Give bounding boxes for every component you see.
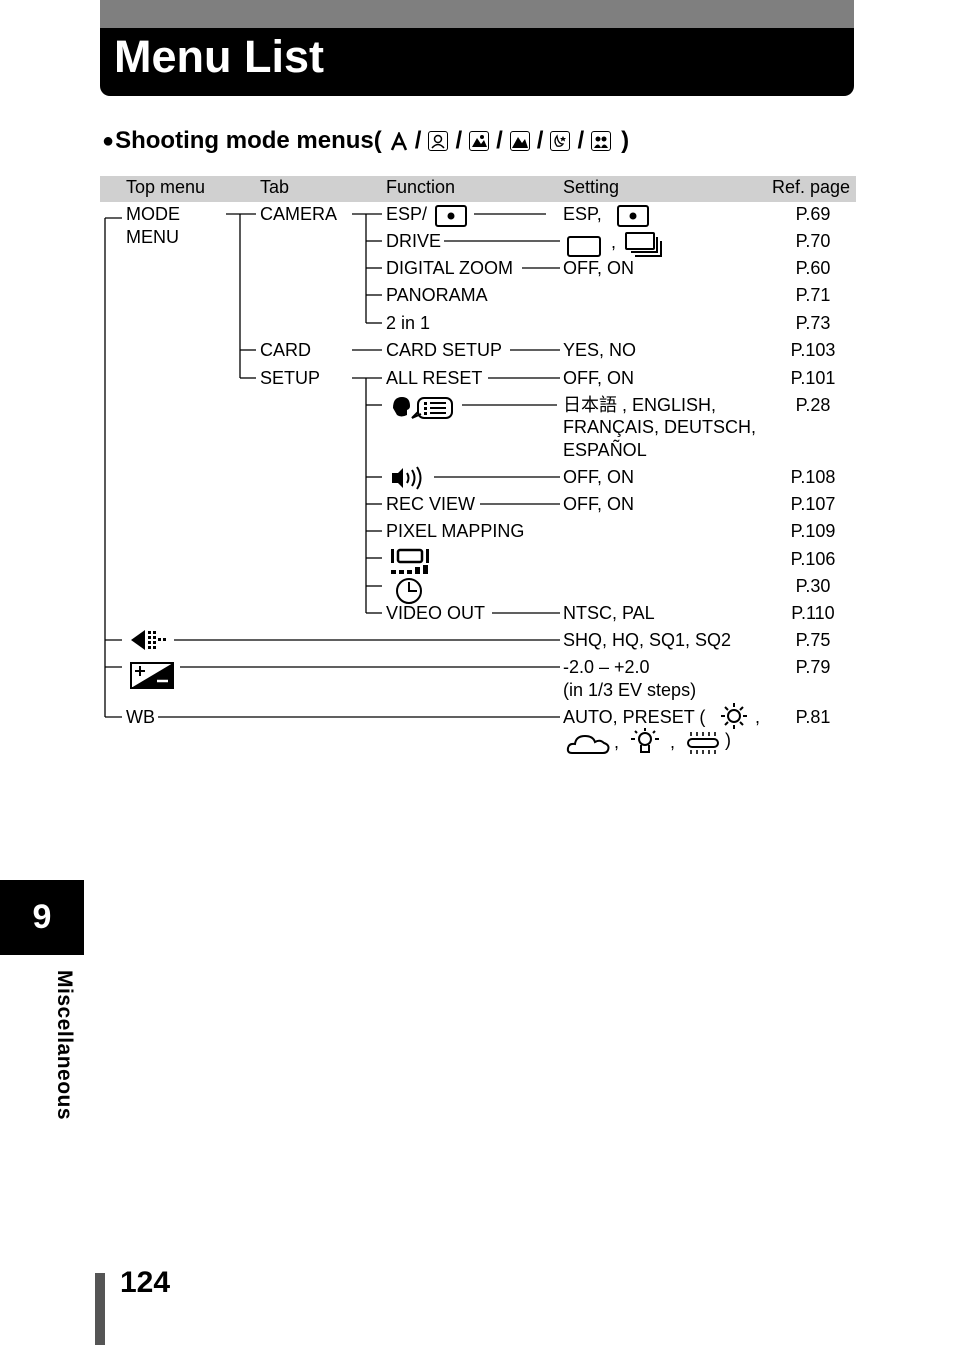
- table-header-bar: [100, 176, 856, 202]
- function-esp: ESP/: [386, 204, 428, 224]
- separator-slash: /: [536, 127, 544, 154]
- section-heading: ● Shooting mode menus( / / / / / ): [102, 126, 629, 156]
- beep-sound-icon: [392, 466, 422, 490]
- section-heading-close: ): [621, 127, 630, 154]
- night-scene-mode-icon: [550, 131, 571, 151]
- separator-slash: /: [414, 127, 422, 154]
- setting-all-reset: OFF, ON: [563, 368, 634, 388]
- setting-wb-separator-2: ,: [614, 732, 620, 752]
- ref-digital-zoom: P.60: [795, 258, 831, 278]
- function-card-setup: CARD SETUP: [386, 340, 503, 360]
- setting-language-line2: FRANÇAIS, DEUTSCH,: [563, 417, 757, 437]
- column-header-tab: Tab: [260, 177, 290, 197]
- ref-card-setup: P.103: [790, 340, 836, 360]
- landscape-portrait-mode-icon: [469, 131, 490, 151]
- setting-exposure-line1: -2.0 – +2.0: [563, 657, 650, 677]
- setting-card-setup: YES, NO: [563, 340, 637, 360]
- function-video-out: VIDEO OUT: [386, 603, 486, 623]
- sunny-icon: [721, 703, 747, 729]
- chapter-tab: 9: [0, 880, 84, 955]
- setting-wb-line1: AUTO, PRESET (: [563, 707, 706, 727]
- ref-beep: P.108: [790, 467, 836, 487]
- ref-esp: P.69: [795, 204, 831, 224]
- ref-all-reset: P.101: [790, 368, 836, 388]
- tab-card: CARD: [260, 340, 312, 360]
- setting-exposure-line2: (in 1/3 EV steps): [563, 680, 697, 700]
- sequential-shooting-icon: [625, 232, 662, 257]
- language-icon: [393, 397, 453, 419]
- setting-rec-view: OFF, ON: [563, 494, 634, 514]
- header-black-bar: [100, 28, 854, 96]
- setting-wb-separator-1: ,: [755, 707, 761, 727]
- spot-metering-icon: [617, 205, 649, 227]
- ref-quality: P.75: [795, 630, 831, 650]
- setting-wb-close: ): [725, 730, 731, 750]
- auto-mode-icon: [388, 131, 408, 151]
- setting-beep: OFF, ON: [563, 467, 634, 487]
- ref-language: P.28: [795, 395, 831, 415]
- tab-camera: CAMERA: [260, 204, 338, 224]
- setting-drive-separator: ,: [611, 232, 617, 252]
- header-gray-bar: [100, 0, 854, 28]
- top-menu-mode-menu-line2: MENU: [126, 227, 179, 247]
- ref-rec-view: P.107: [790, 494, 836, 514]
- separator-slash: /: [577, 127, 585, 154]
- function-rec-view: REC VIEW: [386, 494, 476, 514]
- self-portrait-mode-icon: [591, 131, 612, 151]
- spot-metering-icon: [435, 205, 467, 227]
- setting-language-line3: ESPAÑOL: [563, 440, 647, 460]
- ref-drive: P.70: [795, 231, 831, 251]
- cloudy-icon: [566, 734, 610, 754]
- function-digital-zoom: DIGITAL ZOOM: [386, 258, 514, 278]
- column-header-setting: Setting: [563, 177, 620, 197]
- landscape-mode-icon: [509, 131, 530, 151]
- exposure-compensation-icon: [130, 662, 174, 689]
- ref-clock: P.30: [795, 576, 831, 596]
- ref-exposure: P.79: [795, 657, 831, 677]
- page-number: 124: [120, 1266, 171, 1299]
- separator-slash: /: [496, 127, 503, 154]
- ref-monitor-brightness: P.106: [790, 549, 836, 569]
- section-heading-text: Shooting mode menus(: [115, 127, 382, 154]
- page-title: Menu List: [114, 31, 324, 82]
- function-drive: DRIVE: [386, 231, 442, 251]
- function-2-in-1: 2 in 1: [386, 313, 431, 333]
- setting-quality: SHQ, HQ, SQ1, SQ2: [563, 630, 732, 650]
- monitor-brightness-icon: [391, 548, 429, 574]
- column-header-function: Function: [386, 177, 456, 197]
- fluorescent-icon: [687, 732, 719, 754]
- ref-panorama: P.71: [795, 285, 831, 305]
- chapter-label: Miscellaneous: [53, 970, 76, 1121]
- function-panorama: PANORAMA: [386, 285, 488, 305]
- function-all-reset: ALL RESET: [386, 368, 483, 388]
- menu-tree-lines: [104, 213, 560, 718]
- ref-video-out: P.110: [791, 603, 835, 623]
- page-number-bar: [95, 1273, 105, 1345]
- setting-video-out: NTSC, PAL: [563, 603, 655, 623]
- tungsten-icon: [631, 728, 659, 753]
- image-quality-icon: [131, 630, 166, 650]
- top-menu-mode-menu-line1: MODE: [126, 204, 180, 224]
- ref-2-in-1: P.73: [795, 313, 831, 333]
- separator-slash: /: [455, 127, 463, 154]
- clock-icon: [396, 578, 422, 604]
- function-pixel-mapping: PIXEL MAPPING: [386, 521, 525, 541]
- top-menu-wb: WB: [126, 707, 155, 727]
- ref-pixel-mapping: P.109: [790, 521, 836, 541]
- single-frame-icon: [567, 236, 601, 257]
- column-header-ref-page: Ref. page: [772, 177, 851, 197]
- setting-esp: ESP,: [563, 204, 602, 224]
- portrait-mode-icon: [428, 131, 449, 151]
- setting-digital-zoom: OFF, ON: [563, 258, 634, 278]
- ref-wb: P.81: [795, 707, 831, 727]
- bullet-icon: ●: [102, 130, 115, 152]
- setting-wb-separator-3: ,: [670, 732, 676, 752]
- setting-language-line1: 日本語 , ENGLISH,: [563, 395, 717, 415]
- column-header-top-menu: Top menu: [126, 177, 206, 197]
- tab-setup: SETUP: [260, 368, 321, 388]
